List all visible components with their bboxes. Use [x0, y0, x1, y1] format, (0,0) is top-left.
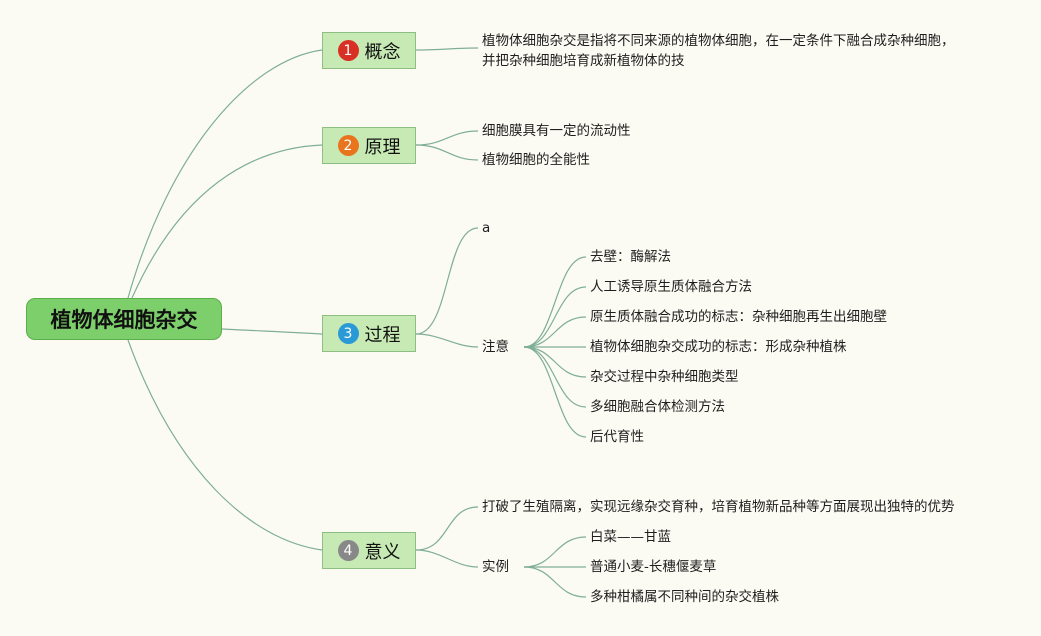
significance-main[interactable]: 打破了生殖隔离，实现远缘杂交育种，培育植物新品种等方面展现出独特的优势: [482, 499, 955, 515]
root-topic-label: 植物体细胞杂交: [50, 308, 198, 332]
note-item[interactable]: 去壁：酶解法: [590, 249, 671, 265]
example-item[interactable]: 多种柑橘属不同种间的杂交植株: [590, 589, 779, 605]
concept-text-line-2[interactable]: 并把杂种细胞培育成新植物体的技: [482, 53, 685, 69]
note-item[interactable]: 原生质体融合成功的标志：杂种细胞再生出细胞壁: [590, 309, 887, 325]
branch-label: 意义: [364, 541, 401, 563]
note-item[interactable]: 人工诱导原生质体融合方法: [590, 279, 752, 295]
branch-significance[interactable]: 4 意义: [322, 532, 416, 569]
notes-label[interactable]: 注意: [482, 339, 509, 355]
number-2-icon: 2: [337, 135, 359, 156]
branch-principle[interactable]: 2 原理: [322, 127, 416, 164]
example-item[interactable]: 白菜——甘蓝: [590, 529, 671, 545]
branch-concept[interactable]: 1 概念: [322, 32, 416, 69]
number-4-icon: 4: [337, 540, 359, 561]
process-item-a[interactable]: a: [482, 220, 491, 236]
examples-label[interactable]: 实例: [482, 559, 509, 575]
example-item[interactable]: 普通小麦-长穗偃麦草: [590, 559, 717, 575]
principle-item[interactable]: 植物细胞的全能性: [482, 152, 590, 168]
note-item[interactable]: 植物体细胞杂交成功的标志：形成杂种植株: [590, 339, 847, 355]
note-item[interactable]: 杂交过程中杂种细胞类型: [590, 369, 739, 385]
number-1-icon: 1: [337, 40, 359, 61]
number-3-icon: 3: [337, 323, 359, 344]
branch-process[interactable]: 3 过程: [322, 315, 416, 352]
branch-label: 概念: [364, 41, 401, 63]
concept-text-line-1[interactable]: 植物体细胞杂交是指将不同来源的植物体细胞，在一定条件下融合成杂种细胞，: [482, 33, 955, 49]
branch-label: 过程: [364, 324, 401, 346]
principle-item[interactable]: 细胞膜具有一定的流动性: [482, 123, 631, 139]
root-topic[interactable]: 植物体细胞杂交: [26, 298, 222, 340]
note-item[interactable]: 后代育性: [590, 429, 644, 445]
branch-label: 原理: [364, 136, 401, 158]
note-item[interactable]: 多细胞融合体检测方法: [590, 399, 725, 415]
